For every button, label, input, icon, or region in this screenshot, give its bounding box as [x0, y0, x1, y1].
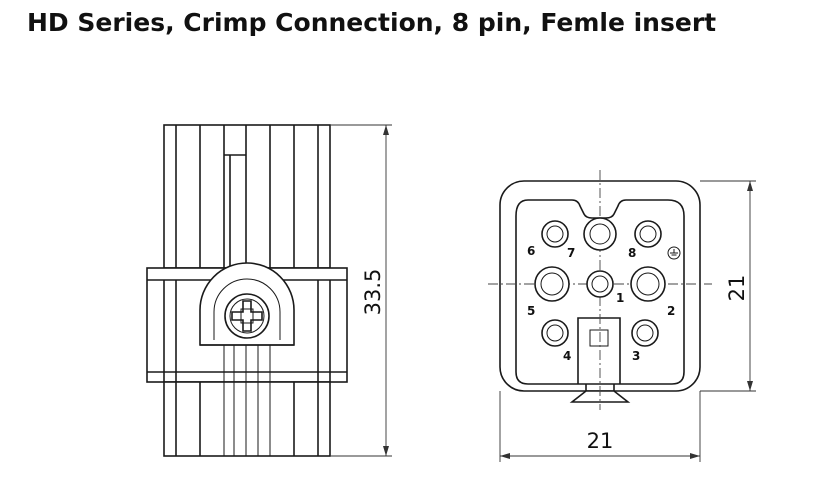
pin-1-contact: [586, 270, 614, 298]
insert-inner-contour: [515, 199, 685, 385]
dimension-21-vertical-label: 21: [725, 275, 749, 302]
fixing-screw-icon: [224, 293, 270, 339]
pin-3-contact: [631, 319, 659, 347]
ground-symbol-icon: [667, 246, 681, 260]
height-dimension-side: 33.5: [330, 124, 392, 457]
pin-label-4: 4: [563, 349, 571, 363]
pin-8-contact: [634, 220, 662, 248]
dimension-33-5-label: 33.5: [361, 269, 385, 316]
pin-label-8: 8: [628, 246, 636, 260]
pin-5-contact: [534, 266, 570, 302]
pin-label-6: 6: [527, 244, 535, 258]
locking-latch: [569, 390, 631, 403]
pin-label-3: 3: [632, 349, 640, 363]
coding-slot: [577, 317, 621, 384]
diagram-title: HD Series, Crimp Connection, 8 pin, Feml…: [27, 8, 717, 37]
side-view: 33.5: [146, 124, 392, 457]
pin-6-contact: [541, 220, 569, 248]
front-view: 1 2 3 4 5 6 7 8 21 21: [488, 170, 756, 462]
dimension-21-horizontal-label: 21: [587, 429, 614, 453]
side-lower-body: [163, 381, 331, 457]
pin-2-contact: [630, 266, 666, 302]
width-dimension-front: 21: [499, 391, 701, 462]
pin-label-1: 1: [616, 291, 624, 305]
pin-4-contact: [541, 319, 569, 347]
side-upper-body: [163, 124, 331, 269]
height-dimension-front: 21: [700, 180, 756, 392]
pin-label-2: 2: [667, 304, 675, 318]
pin-label-7: 7: [567, 246, 575, 260]
pin-7-contact: [583, 217, 617, 251]
pin-label-5: 5: [527, 304, 535, 318]
